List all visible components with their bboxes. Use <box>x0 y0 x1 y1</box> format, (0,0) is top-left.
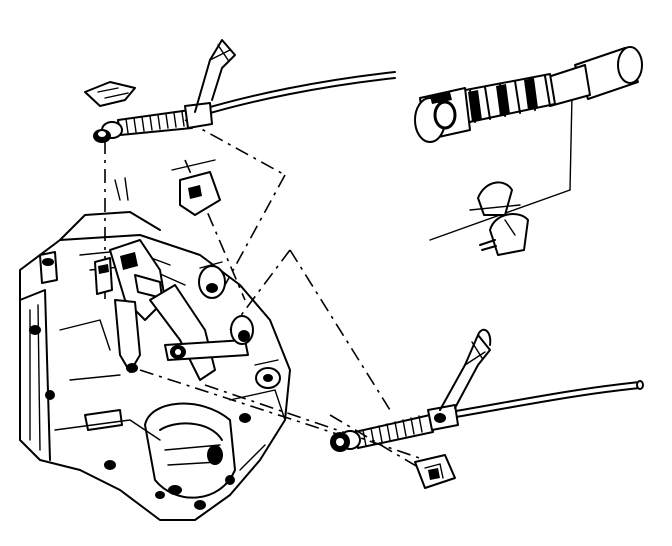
upper-shift-cable <box>93 71 396 143</box>
detail-bushing-halves <box>469 181 529 256</box>
lower-retaining-clip <box>439 328 492 411</box>
lower-shift-cable <box>330 380 644 452</box>
upper-retaining-clip <box>194 39 236 113</box>
upper-clip-small <box>84 81 136 107</box>
lower-clip-small <box>414 454 456 489</box>
cable-end-detail <box>414 46 643 143</box>
leader-lines <box>104 94 573 481</box>
transaxle-assembly <box>19 159 291 521</box>
